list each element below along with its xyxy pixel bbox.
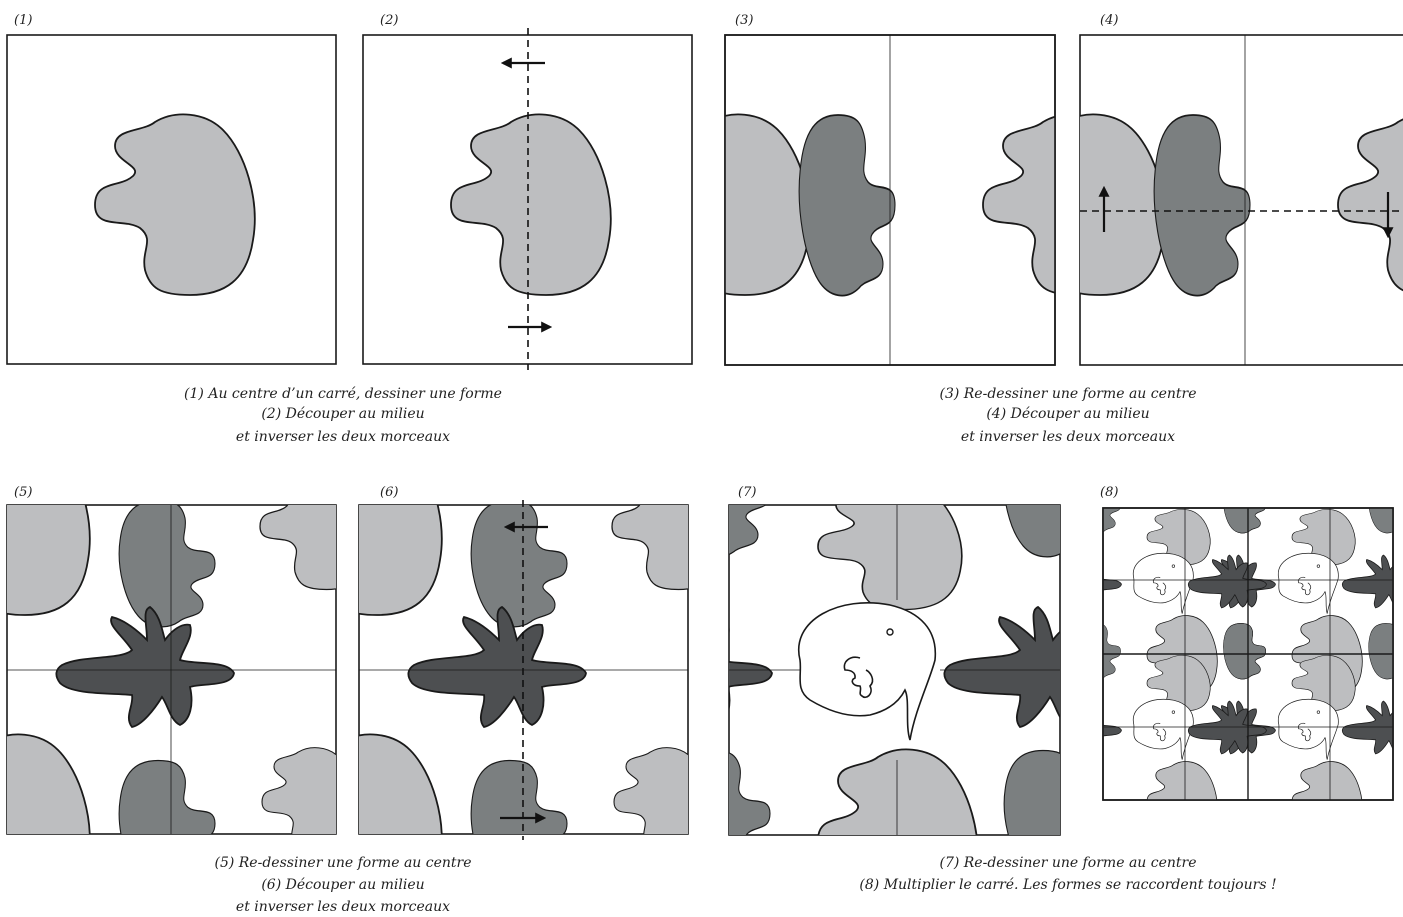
panel-1: (1) <box>7 13 336 364</box>
caption-top-right-line-3: et inverser les deux morceaux <box>961 429 1175 445</box>
panel-8: (8) <box>1043 477 1403 841</box>
caption-top-right-line-1: (3) Re-dessiner une forme au centre <box>939 386 1196 402</box>
panel-3: (3) <box>650 13 1143 365</box>
panel-7-label: (7) <box>738 485 756 500</box>
panel-7-shape-tr <box>1004 431 1100 557</box>
caption-bottom-left: (5) Re-dessiner une forme au centre (6) … <box>214 855 471 915</box>
panel-4-label: (4) <box>1100 13 1118 28</box>
panel-5: (5) <box>0 434 372 915</box>
caption-top-right-line-2: (4) Découper au milieu <box>986 406 1149 422</box>
panel-2: (2) <box>363 13 692 370</box>
panel-6-label: (6) <box>380 485 398 500</box>
caption-top-left-line-3: et inverser les deux morceaux <box>236 429 450 445</box>
panel-8-label: (8) <box>1100 485 1118 500</box>
caption-bottom-left-line-3: et inverser les deux morceaux <box>236 899 450 915</box>
panel-6: (6) <box>282 434 724 915</box>
caption-bottom-right-line-2: (8) Multiplier le carré. Les formes se r… <box>859 877 1276 893</box>
panel-3-label: (3) <box>735 13 753 28</box>
caption-top-left-line-1: (1) Au centre d’un carré, dessiner une f… <box>184 386 502 402</box>
panel-4: (4) <box>1005 13 1403 365</box>
caption-bottom-left-line-2: (6) Découper au milieu <box>261 877 424 893</box>
panel-2-label: (2) <box>380 13 398 28</box>
panel-5-shape-br <box>262 748 358 856</box>
caption-bottom-right: (7) Re-dessiner une forme au centre (8) … <box>859 855 1276 893</box>
caption-bottom-left-line-1: (5) Re-dessiner une forme au centre <box>214 855 471 871</box>
panel-6-shape-br <box>614 748 710 856</box>
panel-5-shape-tl <box>0 434 90 615</box>
caption-top-left: (1) Au centre d’un carré, dessiner une f… <box>184 386 502 445</box>
caption-top-right: (3) Re-dessiner une forme au centre (4) … <box>939 386 1196 445</box>
caption-top-left-line-2: (2) Découper au milieu <box>261 406 424 422</box>
caption-bottom-right-line-1: (7) Re-dessiner une forme au centre <box>939 855 1196 871</box>
panel-5-label: (5) <box>14 485 32 500</box>
panel-1-label: (1) <box>14 13 32 28</box>
